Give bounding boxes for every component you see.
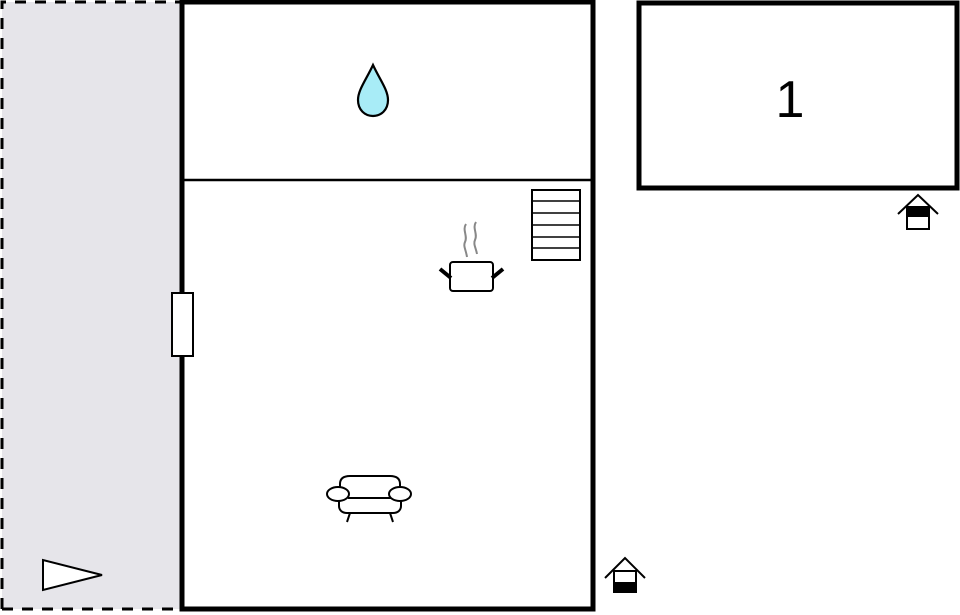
- upper-floor-room-1: [636, 0, 960, 191]
- water-drop-icon: [356, 62, 390, 118]
- sofa-icon: [326, 475, 412, 523]
- terrace-area: [0, 0, 182, 611]
- stairs-icon: [531, 189, 581, 261]
- room-number-label: 1: [775, 71, 805, 129]
- cooking-pot-icon: [438, 221, 505, 292]
- window-icon: [171, 292, 194, 357]
- entrance-house-icon-upper: [897, 193, 939, 230]
- north-arrow-icon: [42, 558, 103, 592]
- entrance-house-icon: [604, 556, 646, 593]
